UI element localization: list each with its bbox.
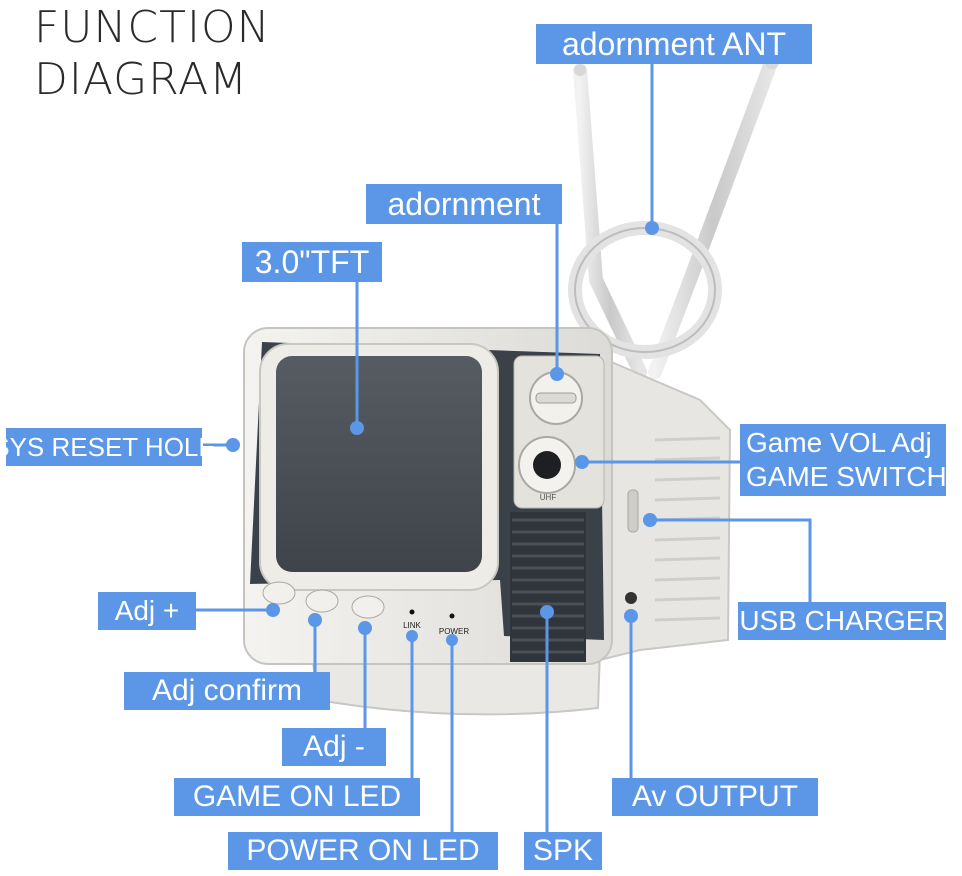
label-game-vol-adj: Game VOL Adj [746,427,932,458]
antenna-group [568,53,779,379]
side-vents [654,436,721,622]
label-tft: 3.0"TFT [242,242,382,282]
lower-dial [518,436,576,494]
label-adornment: adornment [366,184,562,224]
av-jack [625,592,637,604]
dial-marking-uhf: UHF [540,493,557,502]
leader-lines [196,58,812,832]
label-power-on-led: POWER ON LED [228,832,498,870]
title-line-2: DIAGRAM [34,54,249,105]
button-left [262,581,296,605]
label-usb-charger: USB CHARGER [738,602,946,640]
label-game-vol-switch: Game VOL Adj GAME SWITCH [740,424,947,496]
label-spk: SPK [524,832,602,870]
button-right [351,595,385,619]
antenna-left [573,63,647,379]
leader-dots [226,221,659,646]
front-buttons [262,581,385,619]
link-led [409,609,415,615]
label-av-output: Av OUTPUT [612,778,818,816]
label-game-on-led: GAME ON LED [174,778,420,816]
label-adj-confirm: Adj confirm [124,672,330,710]
power-led [449,613,455,619]
upper-dial [529,371,583,425]
device-marking-power: POWER [439,627,469,636]
usb-port [627,489,639,533]
label-sys-reset-hole: SYS RESET HOLE [0,428,216,466]
diagram-title: FUNCTION DIAGRAM [34,2,271,106]
button-middle [305,589,339,613]
title-line-1: FUNCTION [34,2,271,53]
antenna-right [648,53,779,379]
label-adornment-ant: adornment ANT [536,24,812,64]
label-game-switch: GAME SWITCH [746,461,947,492]
screen-display [276,356,482,572]
label-adj-plus: Adj + [98,592,196,630]
device-marking-link: LINK [403,621,421,630]
label-adj-minus: Adj - [282,728,386,766]
